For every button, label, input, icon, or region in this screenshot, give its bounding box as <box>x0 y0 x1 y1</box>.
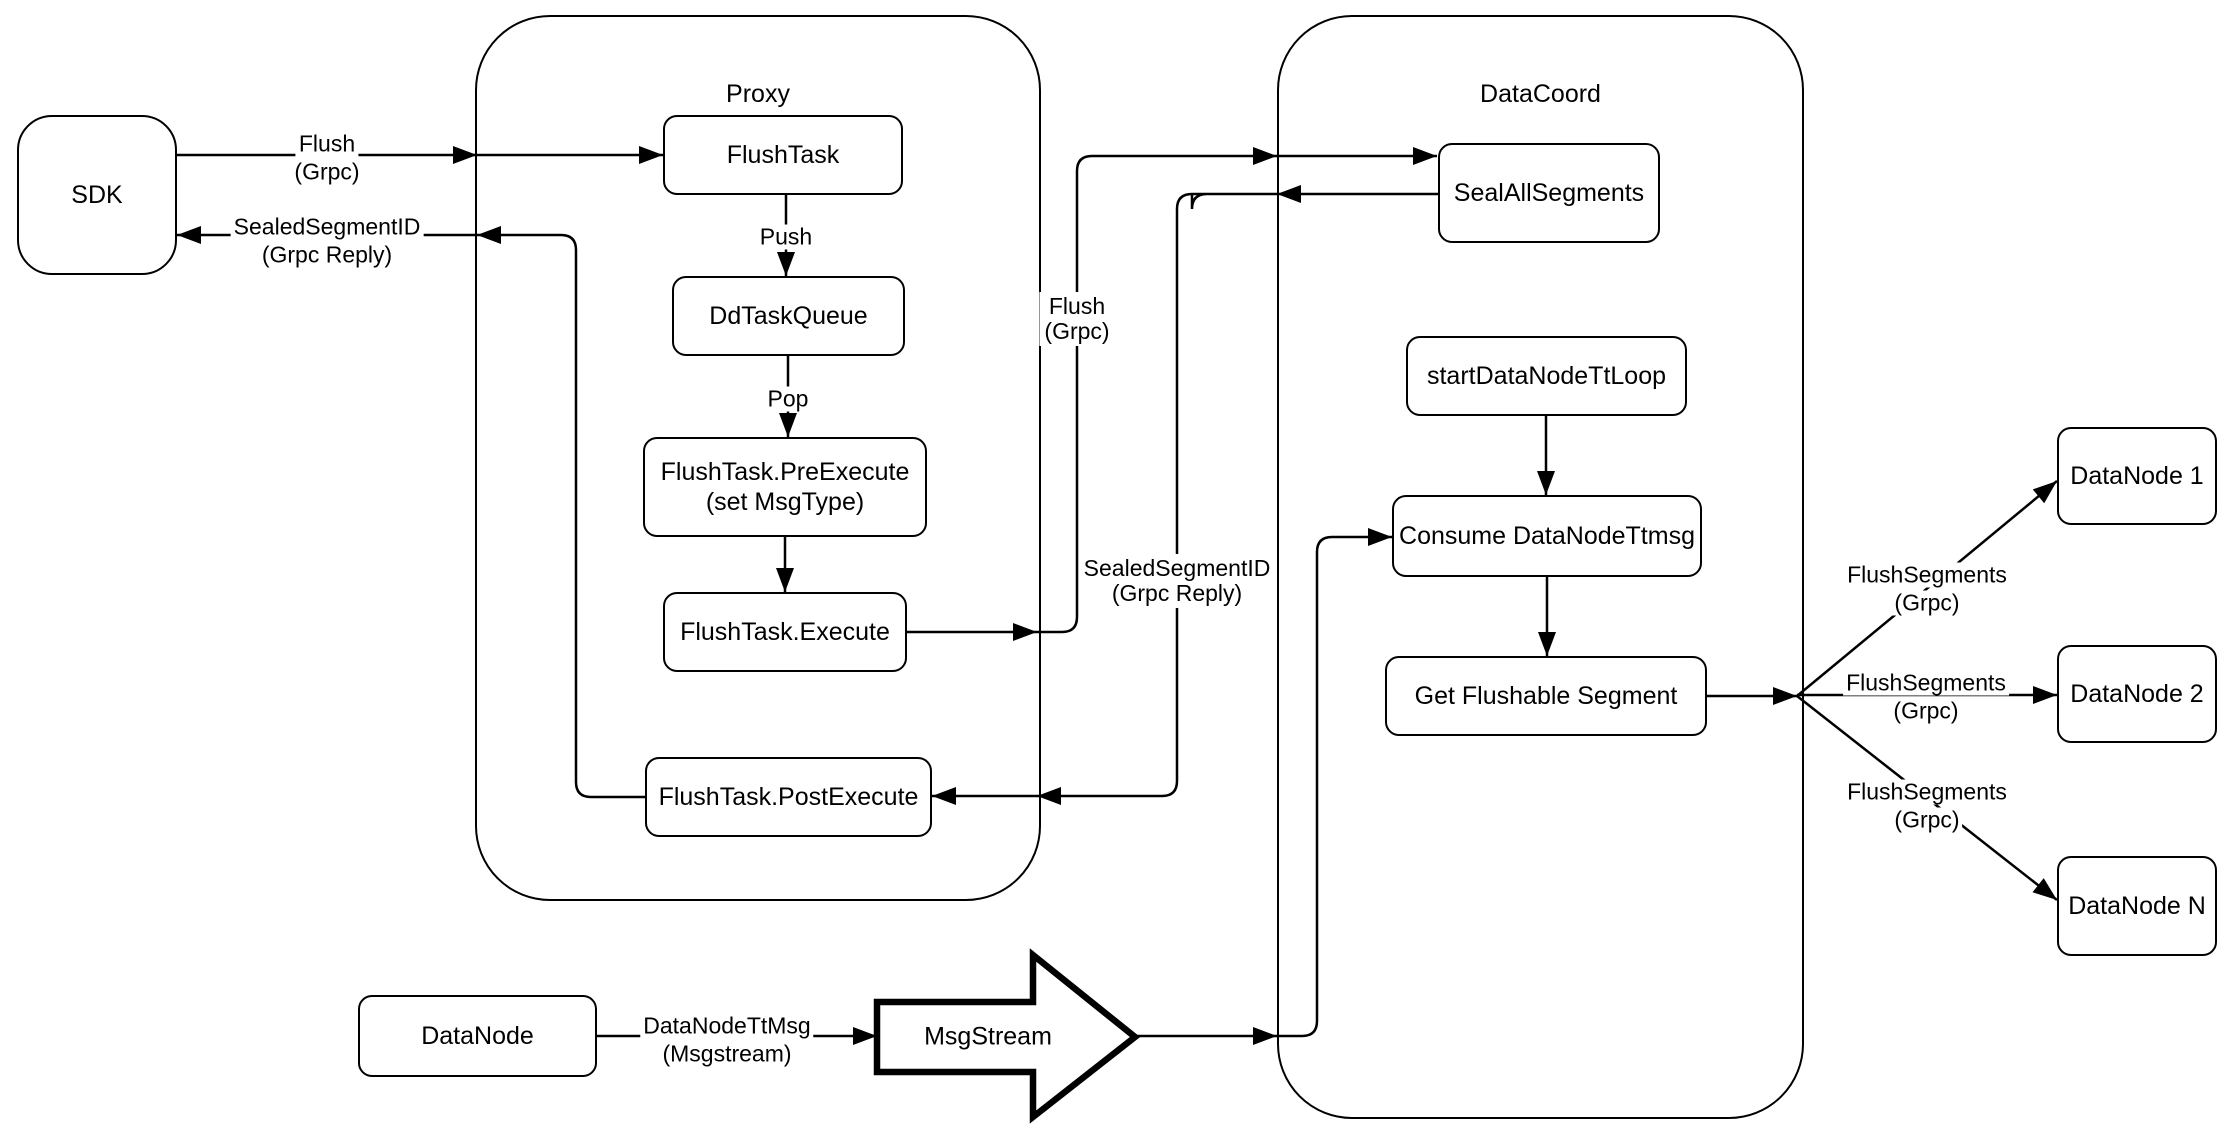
node-consume-datanodettmsg-label: Consume DataNodeTtmsg <box>1399 522 1695 550</box>
edge-label-flush-proxy-datacoord: Flush (Grpc) <box>1039 292 1115 346</box>
node-startdatanodettloop: startDataNodeTtLoop <box>1406 336 1687 416</box>
edge-label-sealed-datacoord-proxy: SealedSegmentID (Grpc Reply) <box>1078 554 1276 608</box>
node-postexecute-label: FlushTask.PostExecute <box>658 783 919 811</box>
node-sdk: SDK <box>17 115 177 275</box>
node-consume-datanodettmsg: Consume DataNodeTtmsg <box>1392 495 1702 577</box>
msgstream-arrow-shape <box>873 948 1141 1124</box>
edge-label-datanodettmsg: DataNodeTtMsg (Msgstream) <box>640 1013 814 1067</box>
node-preexecute: FlushTask.PreExecute (set MsgType) <box>643 437 927 537</box>
edge-label-flush-sdk-proxy: Flush (Grpc) <box>291 131 363 185</box>
node-flushtask: FlushTask <box>663 115 903 195</box>
edge-sealallsegments-postexecute <box>932 192 1438 798</box>
edge-label-flushsegments-1: FlushSegments (Grpc) <box>1844 562 2010 616</box>
node-datanode1-label: DataNode 1 <box>2070 462 2204 490</box>
node-datanode1: DataNode 1 <box>2057 427 2217 525</box>
node-sealallsegments: SealAllSegments <box>1438 143 1660 243</box>
node-sdk-label: SDK <box>71 181 123 209</box>
node-postexecute: FlushTask.PostExecute <box>645 757 932 837</box>
node-datanode-bottom-label: DataNode <box>421 1022 534 1050</box>
datacoord-container: DataCoord <box>1277 15 1804 1119</box>
node-ddtaskqueue: DdTaskQueue <box>672 276 905 356</box>
node-sealallsegments-label: SealAllSegments <box>1453 179 1645 207</box>
node-datanoden-label: DataNode N <box>2068 892 2206 920</box>
edge-label-sealed-proxy-sdk: SealedSegmentID (Grpc Reply) <box>230 214 424 268</box>
datacoord-title: DataCoord <box>1480 80 1601 108</box>
arrowheads <box>177 146 2057 1045</box>
node-execute-label: FlushTask.Execute <box>680 618 890 646</box>
proxy-container: Proxy <box>475 15 1041 901</box>
proxy-title: Proxy <box>726 80 790 108</box>
node-ddtaskqueue-label: DdTaskQueue <box>709 302 868 330</box>
node-preexecute-label-line2: (set MsgType) <box>705 488 865 516</box>
node-datanoden: DataNode N <box>2057 856 2217 956</box>
node-datanode-bottom: DataNode <box>358 995 597 1077</box>
edge-label-flushsegments-n: FlushSegments (Grpc) <box>1844 779 2010 833</box>
node-datanode2-label: DataNode 2 <box>2070 680 2204 708</box>
edge-execute-sealallsegments <box>907 154 1437 634</box>
node-datanode2: DataNode 2 <box>2057 645 2217 743</box>
edge-label-pop: Pop <box>764 386 812 412</box>
msgstream-label: MsgStream <box>924 1022 1052 1051</box>
edge-postexecute-sdk <box>177 233 645 799</box>
node-startdatanodettloop-label: startDataNodeTtLoop <box>1426 362 1667 390</box>
edge-msgstream-consume <box>1135 535 1392 1038</box>
edge-label-push: Push <box>756 224 816 250</box>
edge-fan-datanode1 <box>1796 480 2058 697</box>
node-execute: FlushTask.Execute <box>663 592 907 672</box>
node-flushtask-label: FlushTask <box>726 141 840 169</box>
node-preexecute-label-line1: FlushTask.PreExecute <box>660 458 910 486</box>
node-getflushablesegment-label: Get Flushable Segment <box>1414 682 1678 710</box>
edge-label-flushsegments-2: FlushSegments (Grpc) <box>1843 670 2009 724</box>
node-getflushablesegment: Get Flushable Segment <box>1385 656 1707 736</box>
